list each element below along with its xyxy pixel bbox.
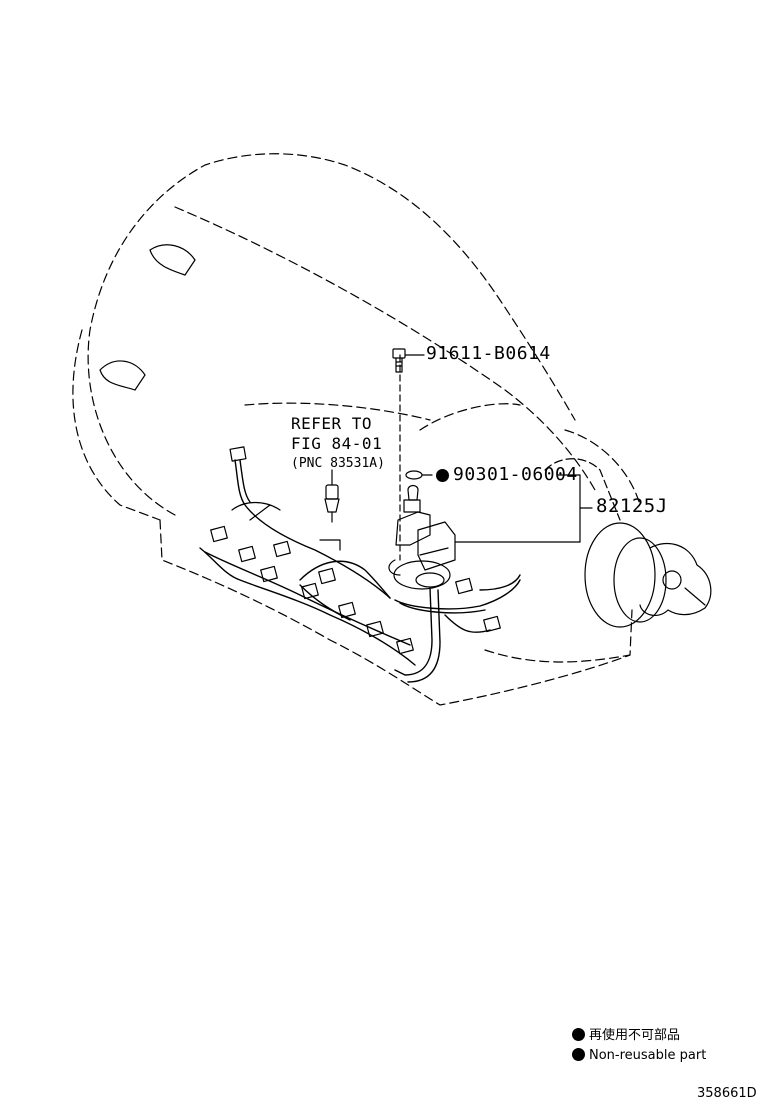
bolt-part [392,348,425,373]
housing-ribs [99,244,281,521]
wire-harness [199,459,521,683]
reference-line-3: (PNC 83531A) [291,456,385,471]
harness-connectors [210,446,501,655]
gasket-number: 90301-06004 [453,464,578,485]
output-flange [544,458,712,628]
legend-japanese: 再使用不可部品 [572,1028,680,1042]
assembly-part [388,354,456,590]
part-label-bolt: 91611-B0614 [426,343,551,364]
part-label-gasket: 90301-06004 [436,466,578,484]
non-reusable-marker-icon [436,469,449,482]
legend-japanese-text: 再使用不可部品 [589,1028,681,1043]
assembly-callout-bracket [454,474,593,543]
reference-line-1: REFER TO [291,414,373,433]
referenced-sensor-part [324,477,340,523]
gasket-part [405,470,433,480]
reference-line-2: FIG 84-01 [291,434,383,453]
figure-code: 358661D [697,1086,757,1101]
legend-dot-icon [572,1048,585,1061]
legend-english: Non-reusable part [572,1048,706,1062]
transmission-housing [72,153,641,706]
legend-english-text: Non-reusable part [589,1048,707,1063]
legend-dot-icon [572,1028,585,1041]
part-label-assembly: 82125J [596,495,668,517]
